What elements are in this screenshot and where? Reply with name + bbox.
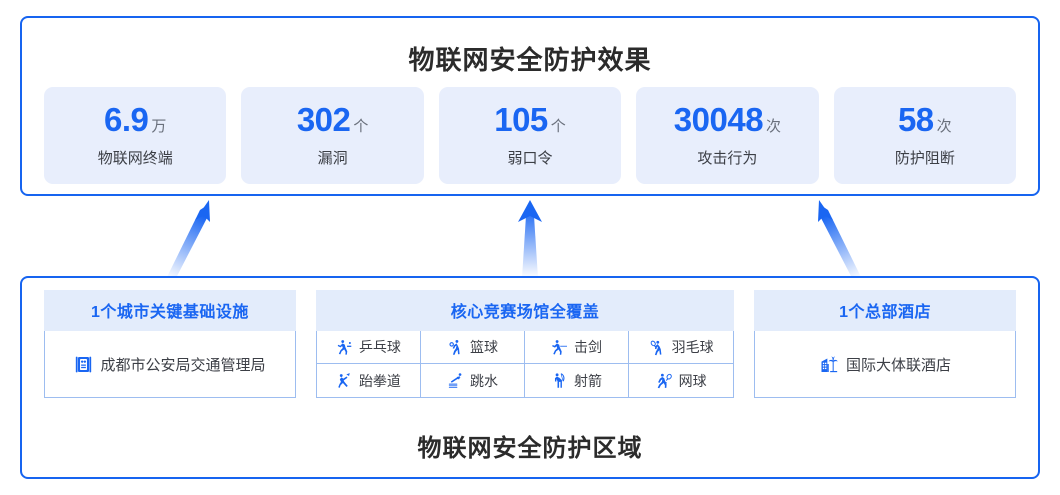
stat-number: 30048 <box>673 101 764 138</box>
area-caption: 物联网安全防护区域 <box>417 435 643 462</box>
stat-card-row: 6.9 万 物联网终端 302 个 漏洞 105 个 弱口令 <box>44 87 1017 184</box>
stat-value: 105 个 <box>494 103 566 136</box>
venue-cell-archery[interactable]: 射箭 <box>525 364 630 397</box>
venue-label: 篮球 <box>469 339 498 355</box>
venue-grid: 乒乓球 篮球 <box>316 331 734 397</box>
stat-value: 6.9 万 <box>104 103 166 136</box>
stat-label: 攻击行为 <box>697 150 758 167</box>
hotel-building-icon <box>819 354 839 374</box>
venue-cell-badminton[interactable]: 羽毛球 <box>629 331 734 364</box>
stat-unit: 次 <box>936 118 952 135</box>
hotel-item[interactable]: 国际大体联酒店 <box>754 331 1016 398</box>
venue-cell-tennis[interactable]: 网球 <box>629 364 733 397</box>
hotel-label: 国际大体联酒店 <box>846 356 952 374</box>
diving-icon <box>447 372 464 389</box>
stat-card-attacks[interactable]: 30048 次 攻击行为 <box>636 87 819 184</box>
protection-area-groups: 1个城市关键基础设施 成都 <box>44 290 1016 398</box>
stat-unit: 个 <box>550 118 566 135</box>
stat-label: 漏洞 <box>317 150 348 167</box>
table-tennis-icon <box>336 339 353 356</box>
stat-unit: 个 <box>353 118 369 135</box>
venue-grid-body: 乒乓球 篮球 <box>315 331 735 398</box>
archery-icon <box>551 372 568 389</box>
group-title: 核心竞赛场馆全覆盖 <box>315 290 735 331</box>
venue-label: 射箭 <box>574 372 603 389</box>
badminton-icon <box>649 339 666 356</box>
traffic-signal-icon <box>74 355 93 374</box>
stat-card-iot-terminals[interactable]: 6.9 万 物联网终端 <box>44 87 227 184</box>
stat-value: 30048 次 <box>674 103 781 136</box>
stat-value: 58 次 <box>898 103 952 136</box>
stat-unit: 次 <box>766 118 782 135</box>
taekwondo-icon <box>336 372 353 389</box>
venue-label: 网球 <box>678 372 707 389</box>
stat-value: 302 个 <box>297 103 369 136</box>
stat-card-weak-passwords[interactable]: 105 个 弱口令 <box>438 87 622 184</box>
venue-label: 乒乓球 <box>358 339 401 355</box>
venue-label: 羽毛球 <box>671 339 714 355</box>
iot-security-area-panel: 1个城市关键基础设施 成都 <box>20 276 1040 479</box>
stat-number: 6.9 <box>104 101 149 138</box>
venue-cell-fencing[interactable]: 击剑 <box>525 331 630 364</box>
venue-label: 跳水 <box>469 372 498 389</box>
stat-label: 物联网终端 <box>97 150 173 167</box>
group-city-infrastructure: 1个城市关键基础设施 成都 <box>44 290 296 398</box>
stat-unit: 万 <box>151 118 167 135</box>
venue-label: 击剑 <box>574 339 603 355</box>
stat-number: 105 <box>494 101 548 138</box>
stat-card-vulnerabilities[interactable]: 302 个 漏洞 <box>241 87 424 184</box>
stat-card-blocks[interactable]: 58 次 防护阻断 <box>833 87 1017 184</box>
venue-label: 跆拳道 <box>358 372 401 389</box>
stat-label: 弱口令 <box>507 150 553 167</box>
group-competition-venues: 核心竞赛场馆全覆盖 乒乓 <box>315 290 735 398</box>
venue-cell-basketball[interactable]: 篮球 <box>420 331 526 364</box>
group-title: 1个城市关键基础设施 <box>44 290 296 331</box>
page-title: 物联网安全防护效果 <box>408 45 652 75</box>
up-arrow-icon-right <box>818 200 861 278</box>
fencing-icon <box>551 339 568 356</box>
venue-cell-table-tennis[interactable]: 乒乓球 <box>316 331 421 364</box>
up-arrow-icon-left <box>167 200 210 278</box>
basketball-icon <box>447 339 464 356</box>
venue-cell-taekwondo[interactable]: 跆拳道 <box>317 364 421 397</box>
tennis-icon <box>656 372 673 389</box>
stat-number: 302 <box>296 101 351 138</box>
infrastructure-item[interactable]: 成都市公安局交通管理局 <box>44 331 296 398</box>
stat-number: 58 <box>897 101 934 138</box>
infrastructure-label: 成都市公安局交通管理局 <box>100 356 266 374</box>
group-title: 1个总部酒店 <box>754 290 1016 331</box>
stat-label: 防护阻断 <box>894 150 955 167</box>
up-arrow-icon-middle <box>518 200 542 278</box>
venue-cell-diving[interactable]: 跳水 <box>421 364 526 397</box>
group-headquarters-hotel: 1个总部酒店 <box>754 290 1016 398</box>
iot-security-effect-panel: 物联网安全防护效果 6.9 万 物联网终端 302 个 漏洞 105 <box>20 16 1040 196</box>
